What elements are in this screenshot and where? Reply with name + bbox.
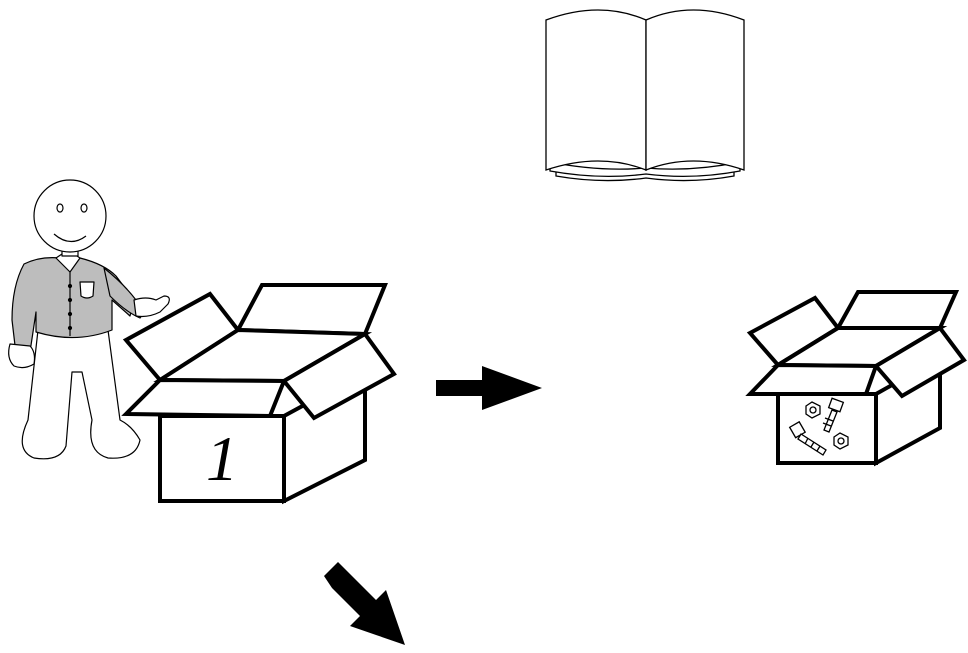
arrow-down-right-icon	[324, 562, 405, 645]
arrow-right-icon	[436, 366, 542, 410]
box-with-bolts-icon	[750, 292, 964, 463]
open-box-icon: 1	[126, 285, 394, 501]
person-figure-icon	[9, 180, 170, 459]
open-book-icon	[546, 10, 744, 181]
box-number-label: 1	[206, 423, 238, 494]
